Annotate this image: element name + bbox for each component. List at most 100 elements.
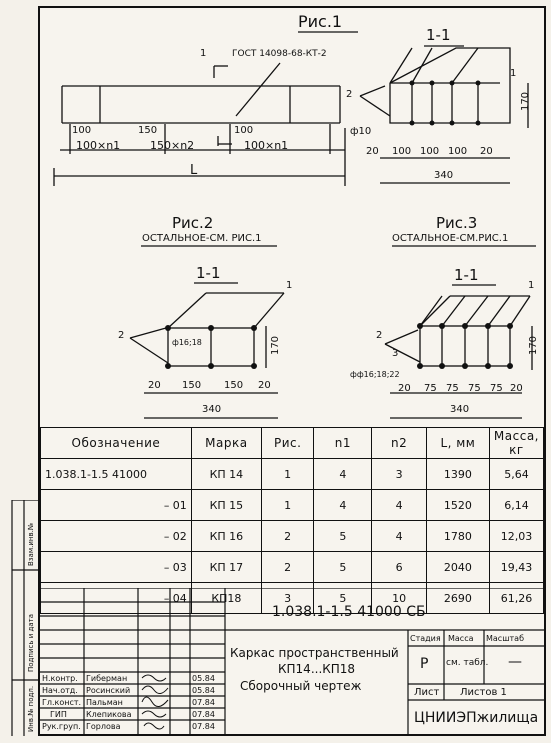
cell-mass: 12,03 — [488, 520, 545, 552]
cell-n2: 6 — [371, 551, 427, 583]
cell-n2: 10 — [371, 582, 427, 614]
fig3-rebar: фф16;18;22 — [350, 370, 400, 379]
fig2-total: 340 — [202, 404, 222, 415]
name-1: Гиберман — [86, 674, 128, 683]
fig1-sec-dim-4: 100 — [448, 146, 468, 157]
title-line3: Сборочный чертеж — [240, 679, 362, 693]
cell-designation: – 04 — [40, 582, 192, 614]
table-row: – 02 КП 16 2 5 4 1780 12,03 — [40, 520, 545, 552]
fig1-dim-bottom-1: 100×n1 — [76, 139, 121, 152]
title-line1: Каркас пространственный — [230, 646, 399, 660]
cell-mass: 61,26 — [488, 582, 545, 614]
fig1-sec-height: 170 — [520, 91, 532, 112]
col-header-mark: Марка — [190, 427, 262, 459]
cell-fig: 1 — [260, 458, 315, 490]
cell-n1: 4 — [313, 458, 373, 490]
fig1-dim-bottom-3: 100×n1 — [244, 139, 289, 152]
col-header-n2: n2 — [371, 427, 427, 459]
fig3-height: 170 — [528, 335, 540, 356]
fig1-sec-total: 340 — [434, 170, 454, 181]
cell-n1: 5 — [313, 551, 373, 583]
fig1-dim-top-3: 100 — [234, 125, 254, 136]
fig2-dim-1: 20 — [148, 380, 161, 391]
mass-value: см. табл. — [446, 658, 489, 668]
fig1-sec-dim-1: 20 — [366, 146, 379, 157]
fig1-section-cage — [389, 47, 511, 124]
fig1-dim-top-1: 100 — [72, 125, 92, 136]
organization-name: ЦНИИЭПжилища — [414, 710, 539, 726]
fig1-sec-dim-3: 100 — [420, 146, 440, 157]
cell-length: 1390 — [425, 458, 490, 490]
table-header-row: Обозначение Марка Рис. n1 n2 L, мм Масса… — [40, 427, 545, 459]
fig1-sec-dim-5: 20 — [480, 146, 493, 157]
cell-fig: 1 — [260, 489, 315, 521]
fig2-height: 170 — [270, 335, 282, 356]
fig1-dim-bottom-2: 150×n2 — [150, 139, 195, 152]
side-stamp-replace: Взам.инв.№ — [27, 523, 35, 566]
cell-fig: 3 — [260, 582, 315, 614]
cell-mass: 5,64 — [488, 458, 545, 490]
side-stamp: Инв.№ подл. Подпись и дата Взам.инв.№ — [11, 500, 38, 736]
fig1-gost-label: ГОСТ 14098-68-КТ-2 — [232, 49, 327, 59]
role-1: Н.контр. — [42, 674, 78, 683]
scale-value: — — [508, 654, 522, 670]
date-1: 05.84 — [192, 674, 215, 683]
cell-mark: КП 15 — [190, 489, 262, 521]
fig1-title: Рис.1 — [298, 12, 343, 31]
fig3-dim-1: 20 — [398, 383, 411, 394]
side-stamp-inv: Инв.№ подл. — [27, 686, 35, 732]
fig2-dim-4: 20 — [258, 380, 271, 391]
mass-header: Масса — [448, 634, 474, 643]
date-5: 07.84 — [192, 722, 215, 731]
fig1-sec-pos2: 2 — [346, 89, 353, 100]
role-2: Нач.отд. — [42, 686, 78, 695]
name-5: Горлова — [86, 722, 121, 731]
table-row: – 03 КП 17 2 5 6 2040 19,43 — [40, 551, 545, 583]
fig2-section-title: 1-1 — [196, 264, 221, 282]
fig1-cut-mark: 1 — [200, 48, 207, 59]
col-header-fig: Рис. — [260, 427, 315, 459]
fig2-pos1: 1 — [286, 280, 293, 291]
name-2: Росинский — [86, 686, 131, 695]
fig1-sec-dim-2: 100 — [392, 146, 412, 157]
cell-mark: КП 14 — [190, 458, 262, 490]
col-header-designation: Обозначение — [40, 427, 192, 459]
cell-length: 2690 — [425, 582, 490, 614]
title-block: 1.038.1-1.5 41000 СБ Каркас пространстве… — [40, 588, 544, 736]
cell-mark: КП 16 — [190, 520, 262, 552]
cell-fig: 2 — [260, 551, 315, 583]
sheets-label: Листов 1 — [460, 687, 507, 698]
cell-n1: 5 — [313, 582, 373, 614]
fig1-dim-top-2: 150 — [138, 125, 158, 136]
document-code: 1.038.1-1.5 41000 СБ — [272, 604, 426, 620]
name-3: Пальман — [86, 698, 123, 707]
fig2-rebar: ф16;18 — [172, 338, 202, 347]
fig3-dim-4: 75 — [468, 383, 481, 394]
fig3-pos3: 3 — [392, 348, 399, 359]
fig3-dim-2: 75 — [424, 383, 437, 394]
col-header-mass: Масса, кг — [488, 427, 545, 459]
fig3-pos2: 2 — [376, 330, 383, 341]
cell-n1: 4 — [313, 489, 373, 521]
table-row: – 04 КП18 3 5 10 2690 61,26 — [40, 582, 545, 614]
cell-n1: 5 — [313, 520, 373, 552]
cell-mass: 6,14 — [488, 489, 545, 521]
fig2-title: Рис.2 — [172, 214, 214, 232]
col-header-n1: n1 — [313, 427, 373, 459]
date-4: 07.84 — [192, 710, 215, 719]
fig3-section-title: 1-1 — [454, 266, 479, 284]
scale-header: Масштаб — [486, 634, 525, 643]
fig2-dim-3: 150 — [224, 380, 244, 391]
cell-designation: – 03 — [40, 551, 192, 583]
role-4: ГИП — [50, 710, 67, 719]
cell-n2: 4 — [371, 520, 427, 552]
stage-value: Р — [420, 656, 429, 672]
fig2-dim-2: 150 — [182, 380, 202, 391]
col-header-length: L, мм — [425, 427, 490, 459]
fig2-subtitle: ОСТАЛЬНОЕ-СМ. РИС.1 — [142, 233, 262, 244]
cell-length: 2040 — [425, 551, 490, 583]
fig1-section-title: 1-1 — [426, 26, 451, 44]
role-3: Гл.конст. — [42, 698, 82, 707]
title-block-grid — [40, 588, 544, 736]
signature-marks — [141, 674, 169, 730]
